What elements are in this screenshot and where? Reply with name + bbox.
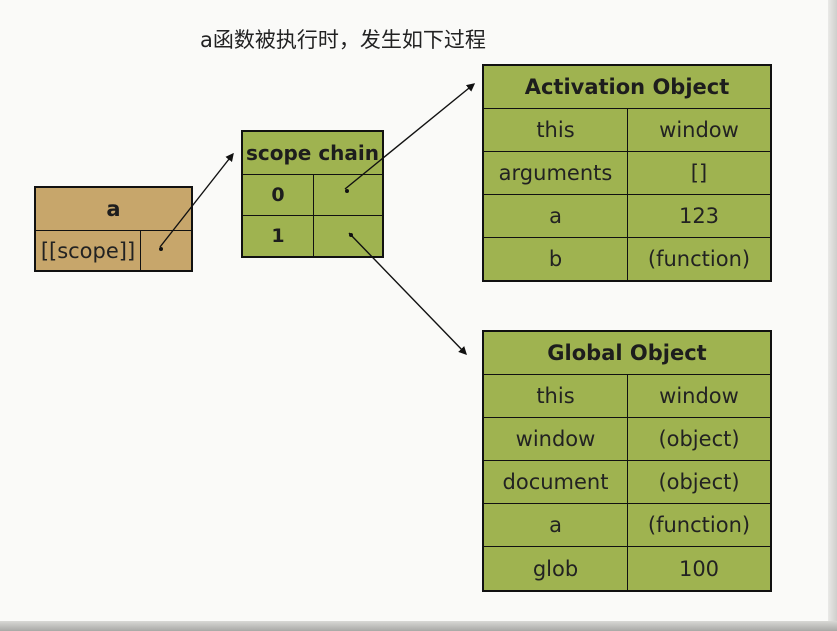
arrow-scope-to-chain <box>159 152 234 248</box>
scope-chain-box: scope chain 0 1 <box>241 130 384 258</box>
divider <box>36 230 191 231</box>
global-object-header: Global Object <box>547 341 707 365</box>
page-edge-right <box>828 0 837 631</box>
scope-pointer-dot <box>159 247 163 251</box>
scope-chain-index-0: 0 <box>271 184 285 206</box>
scope-property-label: [[scope]] <box>40 238 136 263</box>
scope-chain-header: scope chain <box>245 141 380 165</box>
global-object-box: Global Object this window window (object… <box>482 330 772 592</box>
ao-key-arguments: arguments <box>498 161 613 185</box>
ao-value-b: (function) <box>647 247 751 271</box>
ao-key-a: a <box>549 204 562 228</box>
ao-value-this: window <box>659 118 739 142</box>
go-key-window: window <box>515 427 596 451</box>
ao-value-a: 123 <box>678 204 720 228</box>
go-key-glob: glob <box>532 556 579 581</box>
go-key-document: document <box>502 470 609 494</box>
divider <box>140 231 141 270</box>
function-a-box: a [[scope]] <box>34 186 193 272</box>
ao-key-this: this <box>536 118 575 142</box>
function-a-header: a <box>106 197 121 221</box>
arrow-chain0-to-activation <box>344 83 476 190</box>
arrow-chain1-to-global <box>348 232 467 356</box>
scope-0-pointer-dot <box>345 189 349 193</box>
divider <box>243 215 382 216</box>
ao-value-arguments: [] <box>690 161 708 185</box>
diagram-title: a函数被执行时，发生如下过程 <box>200 28 486 52</box>
go-value-window: (object) <box>658 427 740 451</box>
go-value-a: (function) <box>647 513 751 537</box>
go-value-document: (object) <box>658 470 740 494</box>
divider <box>484 108 770 109</box>
divider <box>313 175 314 256</box>
go-key-this: this <box>536 384 575 408</box>
go-value-glob: 100 <box>678 556 720 581</box>
scope-chain-index-1: 1 <box>271 225 285 247</box>
divider <box>627 109 628 280</box>
go-key-a: a <box>549 513 562 537</box>
activation-object-header: Activation Object <box>524 75 730 99</box>
ao-key-b: b <box>548 247 563 271</box>
divider <box>484 374 770 375</box>
page-edge-bottom <box>0 621 837 631</box>
activation-object-box: Activation Object this window arguments … <box>482 64 772 282</box>
divider <box>627 375 628 590</box>
divider <box>243 174 382 175</box>
go-value-this: window <box>659 384 739 408</box>
